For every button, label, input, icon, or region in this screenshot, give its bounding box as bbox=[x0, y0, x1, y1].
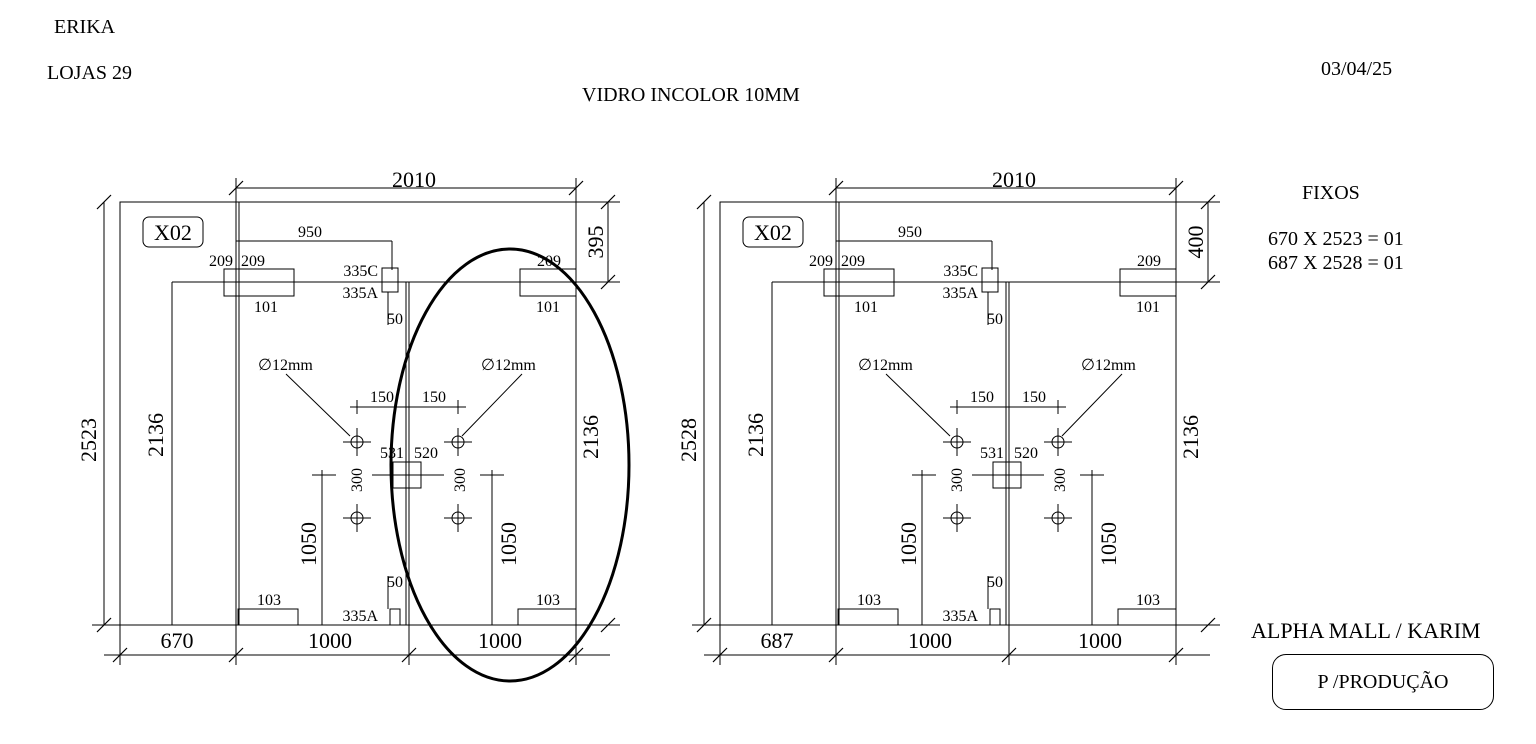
material-label: VIDRO INCOLOR 10MM bbox=[582, 84, 800, 106]
right-520: 520 bbox=[1014, 445, 1038, 462]
project-label: ALPHA MALL / KARIM bbox=[1251, 618, 1481, 643]
left-hole-b: ∅12mm bbox=[481, 357, 536, 374]
left-335a-bot: 335A bbox=[342, 608, 378, 625]
left-1050-b: 1050 bbox=[496, 522, 521, 566]
right-50-top: 50 bbox=[987, 311, 1003, 328]
left-150-b: 150 bbox=[422, 389, 446, 406]
fixed-item-1: 670 X 2523 = 01 bbox=[1268, 228, 1404, 250]
right-335c: 335C bbox=[943, 263, 978, 280]
right-door-height-b: 2136 bbox=[1178, 415, 1203, 459]
production-stamp: P /PRODUÇÃO bbox=[1272, 654, 1494, 710]
right-335a-top: 335A bbox=[942, 285, 978, 302]
left-520: 520 bbox=[414, 445, 438, 462]
right-103-b: 103 bbox=[1136, 592, 1160, 609]
right-50-bot: 50 bbox=[987, 574, 1003, 591]
left-total-height: 2523 bbox=[76, 418, 101, 462]
left-offset-950: 950 bbox=[298, 224, 322, 241]
right-leaf-width-a: 1000 bbox=[908, 628, 952, 653]
left-103-b: 103 bbox=[536, 592, 560, 609]
right-drawing: X02 2010 2528 400 2136 2136 687 1000 100… bbox=[676, 167, 1221, 666]
store-label: LOJAS 29 bbox=[47, 62, 133, 84]
left-209-b: 209 bbox=[241, 253, 265, 270]
right-300-a: 300 bbox=[949, 468, 966, 492]
right-209-c: 209 bbox=[1137, 253, 1161, 270]
right-150-b: 150 bbox=[1022, 389, 1046, 406]
right-fixed-width: 687 bbox=[761, 628, 794, 653]
right-209-b: 209 bbox=[841, 253, 865, 270]
left-103-a: 103 bbox=[257, 592, 281, 609]
left-door-height-b: 2136 bbox=[578, 415, 603, 459]
right-leaf-width-b: 1000 bbox=[1078, 628, 1122, 653]
left-300-b: 300 bbox=[452, 468, 469, 492]
right-hole-b: ∅12mm bbox=[1081, 357, 1136, 374]
left-total-width: 2010 bbox=[392, 167, 436, 192]
left-335a-top: 335A bbox=[342, 285, 378, 302]
left-leaf-width-b: 1000 bbox=[478, 628, 522, 653]
right-150-a: 150 bbox=[970, 389, 994, 406]
left-150-a: 150 bbox=[370, 389, 394, 406]
right-531: 531 bbox=[980, 445, 1004, 462]
left-50-bot: 50 bbox=[387, 574, 403, 591]
left-1050-a: 1050 bbox=[296, 522, 321, 566]
left-tag: X02 bbox=[154, 220, 192, 245]
right-335a-bot: 335A bbox=[942, 608, 978, 625]
right-1050-a: 1050 bbox=[896, 522, 921, 566]
left-101-b: 101 bbox=[536, 299, 560, 316]
right-101-b: 101 bbox=[1136, 299, 1160, 316]
left-209-a: 209 bbox=[209, 253, 233, 270]
highlight-ellipse bbox=[389, 247, 631, 683]
left-101-a: 101 bbox=[254, 299, 278, 316]
right-total-width: 2010 bbox=[992, 167, 1036, 192]
fixed-list-title: FIXOS bbox=[1302, 182, 1360, 204]
client-name: ERIKA bbox=[54, 16, 116, 38]
right-1050-b: 1050 bbox=[1096, 522, 1121, 566]
left-door-height-a: 2136 bbox=[143, 413, 168, 457]
left-fixed-width: 670 bbox=[161, 628, 194, 653]
right-offset-950: 950 bbox=[898, 224, 922, 241]
date-label: 03/04/25 bbox=[1321, 58, 1393, 80]
left-drawing: X02 2010 2523 395 2136 2136 670 1000 100… bbox=[76, 167, 631, 683]
right-door-height-a: 2136 bbox=[743, 413, 768, 457]
left-300-a: 300 bbox=[349, 468, 366, 492]
left-335c: 335C bbox=[343, 263, 378, 280]
right-top-gap: 400 bbox=[1183, 226, 1208, 259]
right-101-a: 101 bbox=[854, 299, 878, 316]
right-103-a: 103 bbox=[857, 592, 881, 609]
right-total-height: 2528 bbox=[676, 418, 701, 462]
right-tag: X02 bbox=[754, 220, 792, 245]
right-209-a: 209 bbox=[809, 253, 833, 270]
production-label: P /PRODUÇÃO bbox=[1317, 670, 1449, 693]
fixed-item-2: 687 X 2528 = 01 bbox=[1268, 252, 1404, 274]
left-50-top: 50 bbox=[387, 311, 403, 328]
left-top-gap: 395 bbox=[583, 226, 608, 259]
left-hole-a: ∅12mm bbox=[258, 357, 313, 374]
left-leaf-width-a: 1000 bbox=[308, 628, 352, 653]
right-hole-a: ∅12mm bbox=[858, 357, 913, 374]
right-300-b: 300 bbox=[1052, 468, 1069, 492]
